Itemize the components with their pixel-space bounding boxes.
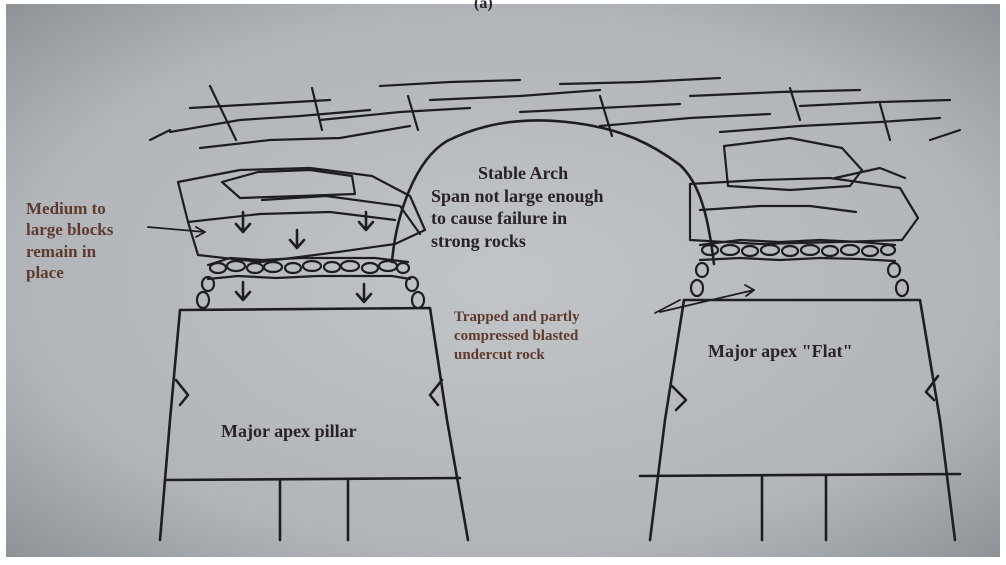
medium-blocks-line-2: large blocks	[26, 219, 113, 240]
trapped-rock-line-2: compressed blasted	[454, 327, 580, 346]
stable-arch-line-1: Span not large enough	[431, 185, 604, 208]
label-major-apex-flat: Major apex "Flat"	[708, 340, 853, 363]
stable-arch-line-3: strong rocks	[431, 230, 604, 253]
trapped-rock-line-1: Trapped and partly	[454, 308, 580, 327]
trapped-rock-line-3: undercut rock	[454, 346, 580, 365]
label-top-fragment: (a)	[474, 0, 493, 14]
stable-arch-line-2: to cause failure in	[431, 207, 604, 230]
stable-arch-title: Stable Arch	[478, 162, 604, 185]
label-stable-arch: Stable Arch Span not large enough to cau…	[431, 162, 604, 252]
label-major-apex-pillar: Major apex pillar	[221, 420, 357, 443]
label-trapped-rock: Trapped and partly compressed blasted un…	[454, 308, 580, 364]
medium-blocks-line-1: Medium to	[26, 198, 113, 219]
medium-blocks-line-3: remain in	[26, 241, 113, 262]
medium-blocks-line-4: place	[26, 262, 113, 283]
label-medium-blocks: Medium to large blocks remain in place	[26, 198, 113, 283]
